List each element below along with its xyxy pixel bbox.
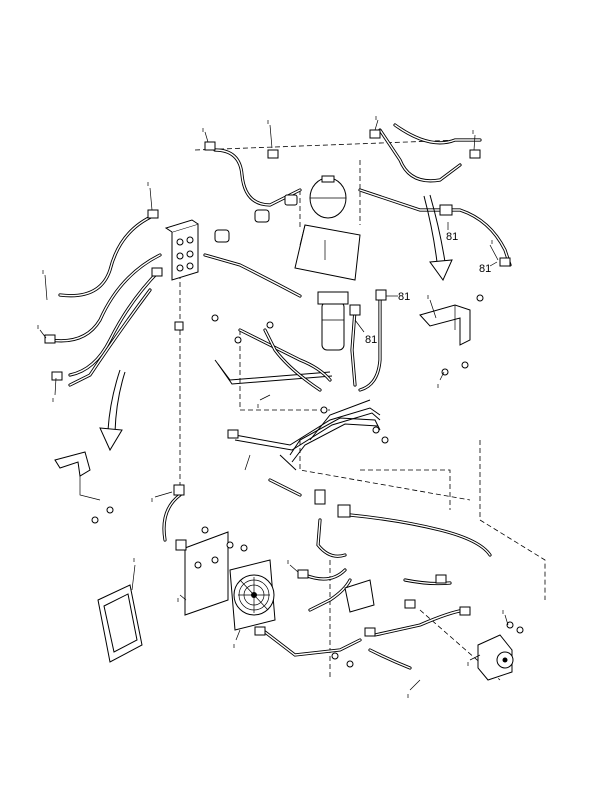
top-right-hose bbox=[358, 123, 512, 267]
manifold-block bbox=[164, 219, 199, 281]
callout-81-b: 81 bbox=[479, 261, 498, 275]
center-bracket bbox=[344, 579, 375, 613]
callout-81-a: 81 bbox=[446, 222, 458, 243]
callout-81-c: 81 bbox=[386, 291, 410, 303]
left-bracket bbox=[54, 451, 101, 501]
callout-label: 81 bbox=[479, 263, 491, 275]
oil-cooler-bracket bbox=[184, 531, 229, 616]
center-tee-hoses bbox=[268, 478, 492, 558]
middle-tubes bbox=[214, 328, 333, 392]
filter-return-hose bbox=[350, 298, 382, 392]
callout-81-d: 81 bbox=[354, 319, 377, 346]
index-marks bbox=[37, 116, 504, 698]
filter-canister bbox=[317, 291, 349, 351]
callout-label: 81 bbox=[365, 334, 377, 346]
right-bracket bbox=[419, 304, 471, 346]
steel-tube-bundle bbox=[234, 399, 381, 471]
cooler-shroud bbox=[97, 584, 143, 663]
left-arrow-icon bbox=[99, 369, 126, 452]
oil-cooler bbox=[229, 559, 276, 631]
leader-lines bbox=[39, 119, 509, 691]
callout-label: 81 bbox=[446, 231, 458, 243]
manifold-fittings bbox=[214, 194, 298, 243]
manifold-to-filter-hose bbox=[203, 253, 302, 298]
hydraulic-pump bbox=[477, 634, 514, 681]
right-arrow-icon bbox=[423, 194, 453, 281]
callout-label: 81 bbox=[398, 291, 410, 303]
top-left-hose bbox=[213, 148, 302, 207]
misc-fittings bbox=[44, 129, 524, 668]
assembly-guide-lines bbox=[179, 139, 546, 681]
left-hoses bbox=[48, 213, 162, 387]
accumulator-mounting-plate bbox=[294, 224, 361, 281]
accumulator bbox=[309, 175, 347, 219]
cooler-supply-hose bbox=[162, 493, 182, 542]
